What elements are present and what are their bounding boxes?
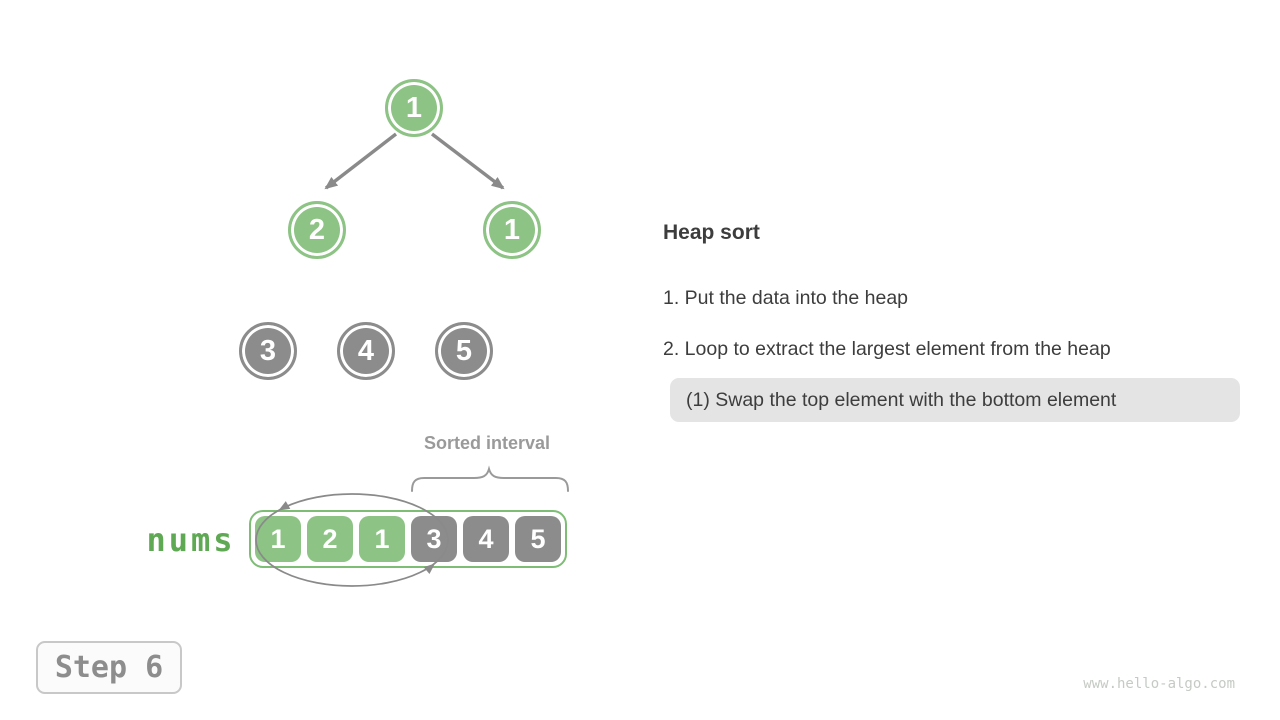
tree-edge-left-icon <box>324 132 398 190</box>
tree-node-value: 1 <box>405 91 423 124</box>
tree-node-sorted-3: 3 <box>239 322 297 380</box>
nums-array: 1 2 1 3 4 5 <box>249 510 567 568</box>
array-cell-3: 3 <box>411 516 457 562</box>
tree-node-value: 4 <box>357 334 375 367</box>
tree-node-left: 2 <box>288 201 346 259</box>
tree-edge-right-icon <box>430 132 505 190</box>
step-item-1: 1. Put the data into the heap <box>663 287 909 309</box>
substep-text: (1) Swap the top element with the bottom… <box>686 388 1117 411</box>
page-title: Heap sort <box>663 221 760 244</box>
tree-node-value: 5 <box>455 334 473 367</box>
tree-node-right: 1 <box>483 201 541 259</box>
tree-node-sorted-5: 5 <box>435 322 493 380</box>
step-item-2: 2. Loop to extract the largest element f… <box>663 338 1111 360</box>
tree-node-sorted-4: 4 <box>337 322 395 380</box>
array-cell-1: 2 <box>307 516 353 562</box>
array-cell-5: 5 <box>515 516 561 562</box>
sorted-interval-label: Sorted interval <box>423 433 551 453</box>
tree-node-value: 1 <box>503 213 521 246</box>
tree-node-value: 3 <box>259 334 277 367</box>
tree-node-value: 2 <box>308 213 326 246</box>
sorted-interval-brace-icon <box>411 465 569 492</box>
tree-node-root: 1 <box>385 79 443 137</box>
array-name-label: nums <box>146 521 236 559</box>
array-cell-0: 1 <box>255 516 301 562</box>
substep-highlight-box: (1) Swap the top element with the bottom… <box>670 378 1240 422</box>
step-badge: Step 6 <box>36 641 182 694</box>
watermark: www.hello-algo.com <box>1083 676 1235 692</box>
array-cell-2: 1 <box>359 516 405 562</box>
array-cell-4: 4 <box>463 516 509 562</box>
